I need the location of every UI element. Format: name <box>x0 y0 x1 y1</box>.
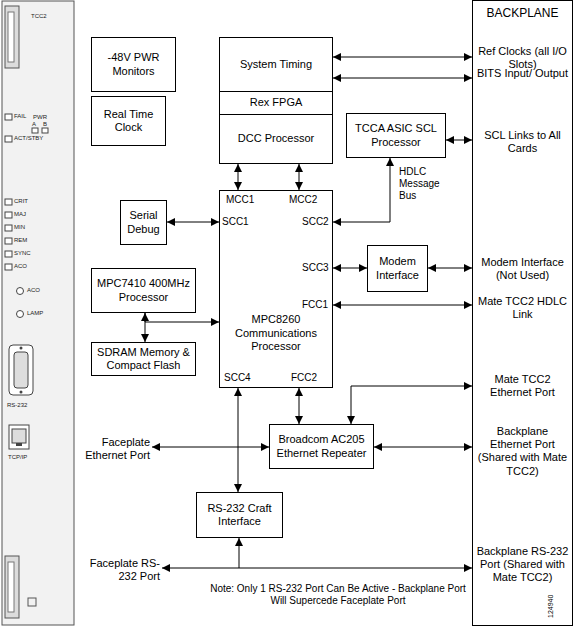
led-label: CRIT <box>14 198 28 204</box>
signal-connector <box>333 305 472 306</box>
led-label: B <box>43 121 47 127</box>
button-label: ACO <box>27 287 40 293</box>
memory-box: SDRAM Memory & Compact Flash <box>91 342 196 376</box>
figure-number: 124940 <box>547 595 554 618</box>
button-label: ACO <box>14 263 27 269</box>
box-title: MPC8260 Communications Processor <box>223 313 329 353</box>
box-title: System Timing <box>240 58 312 71</box>
port-name: SCC2 <box>302 216 329 228</box>
box-title: Rex FPGA <box>250 96 303 109</box>
signal-connector <box>299 388 300 424</box>
box-title: SDRAM Memory & Compact Flash <box>95 346 192 372</box>
port-label: Backplane Ethernet Port (Shared with Mat… <box>475 425 570 478</box>
signal-connector <box>351 386 472 424</box>
port-name: FCC2 <box>291 372 317 384</box>
interface-box: RS-232 Craft Interface <box>196 492 283 538</box>
monitor-box: -48V PWR Monitors <box>91 37 176 92</box>
note-text: Note: Only 1 RS-232 Port Can Be Active -… <box>204 583 472 607</box>
port-name: SCC4 <box>224 372 251 384</box>
box-title: TCCA ASIC SCL Processor <box>350 122 442 148</box>
signal-connector <box>333 158 390 222</box>
debug-box: Serial Debug <box>120 200 167 245</box>
signal-connector <box>333 268 367 269</box>
box-title: Modem Interface <box>371 255 424 281</box>
signal-connector <box>333 78 472 79</box>
port-name: SCC3 <box>302 262 329 274</box>
box-title: Real Time Clock <box>95 108 162 134</box>
processor-box: DCC Processor <box>219 114 333 164</box>
box-title: Broadcom AC205 Ethernet Repeater <box>273 433 370 459</box>
led-label: FAIL <box>14 113 26 119</box>
signal-connector <box>239 538 472 568</box>
connector-label: RS-232 <box>7 402 27 408</box>
port-label: Faceplate RS-232 Port <box>76 557 160 583</box>
repeater-box: Broadcom AC205 Ethernet Repeater <box>269 424 374 469</box>
fpga-box: Rex FPGA <box>219 91 333 115</box>
led-label: MAJ <box>14 211 26 217</box>
bus-label: HDLC Message Bus <box>398 166 452 202</box>
port-name: MCC1 <box>226 194 254 206</box>
port-label: Backplane RS-232 Port (Shared with Mate … <box>475 545 570 585</box>
box-title: MPC7410 400MHz Processor <box>95 277 192 303</box>
led-label: A <box>32 121 36 127</box>
box-title: DCC Processor <box>238 132 314 145</box>
modem-box: Modem Interface <box>367 245 428 292</box>
port-label: Faceplate Ethernet Port <box>78 436 150 462</box>
port-name: SCC1 <box>222 216 249 228</box>
led-label: PWR <box>33 114 47 120</box>
button-label: LAMP <box>27 310 43 316</box>
asic-box: TCCA ASIC SCL Processor <box>346 113 446 158</box>
signal-connector <box>333 57 472 58</box>
led-label: MIN <box>14 224 25 230</box>
led-label: REM <box>14 237 27 243</box>
card-faceplate <box>2 1 74 625</box>
signal-connector <box>428 268 472 269</box>
port-label: Modem Interface (Not Used) <box>475 256 570 282</box>
signal-connector <box>238 164 239 190</box>
led-label: SYNC <box>14 250 31 256</box>
signal-connector <box>238 388 239 492</box>
timing-box: System Timing <box>219 37 333 92</box>
port-name: FCC1 <box>302 299 328 311</box>
backplane-panel: BACKPLANERef Clocks (all I/O Slots)BITS … <box>472 0 573 626</box>
signal-connector <box>446 140 472 141</box>
box-title: RS-232 Craft Interface <box>200 502 279 528</box>
connector-label: TCP/IP <box>8 454 27 460</box>
signal-connector <box>299 164 300 190</box>
port-label: Mate TCC2 HDLC Link <box>475 295 570 321</box>
signal-connector <box>145 313 219 322</box>
port-label: BITS Input/ Output <box>475 67 570 80</box>
clock-box: Real Time Clock <box>91 96 166 146</box>
port-name: MCC2 <box>289 194 317 206</box>
signal-connector <box>374 447 472 448</box>
processor-box: MPC7410 400MHz Processor <box>91 268 196 313</box>
port-label: Mate TCC2 Ethernet Port <box>475 373 570 399</box>
led-label: ACT/STBY <box>14 135 43 141</box>
box-title: BACKPLANE <box>475 6 570 20</box>
box-title: Serial Debug <box>124 209 163 235</box>
box-title: -48V PWR Monitors <box>95 51 172 77</box>
signal-connector <box>167 222 219 223</box>
card-name: TCC2 <box>31 13 47 19</box>
port-label: SCL Links to All Cards <box>475 129 570 155</box>
